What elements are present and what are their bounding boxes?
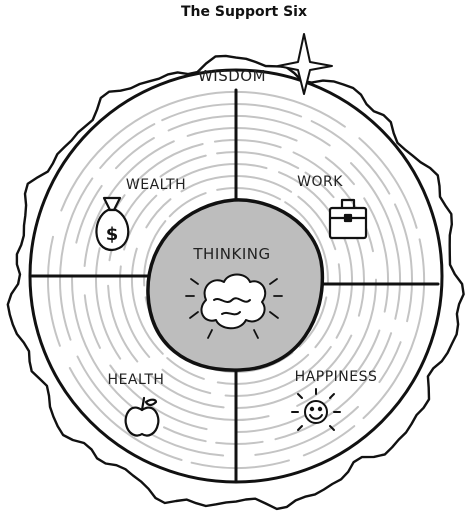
- money-bag-icon: $: [95, 196, 130, 252]
- growth-ring-arc: [75, 184, 103, 244]
- growth-ring-arc: [215, 440, 264, 445]
- growth-ring-arc: [46, 235, 61, 347]
- growth-ring-arc: [254, 405, 359, 456]
- growth-ring-arc: [297, 195, 337, 251]
- growth-ring-arc: [125, 317, 151, 358]
- quadrant-label-work: WORK: [297, 174, 343, 190]
- growth-ring-arc: [123, 194, 158, 251]
- growth-ring-arc: [83, 294, 101, 349]
- growth-ring-arc: [167, 120, 194, 132]
- growth-ring-arc: [291, 353, 310, 369]
- growth-ring-arc: [76, 355, 129, 420]
- growth-ring-arc: [216, 150, 300, 170]
- growth-ring-arc: [298, 296, 328, 348]
- growth-ring-arc: [99, 123, 156, 169]
- growth-ring-arc: [278, 171, 331, 213]
- growth-ring-arc: [161, 103, 303, 122]
- growth-ring-arc: [145, 198, 172, 229]
- growth-ring-arc: [83, 140, 175, 267]
- growth-ring-arc: [228, 138, 282, 149]
- sun-face-icon: [291, 388, 341, 431]
- growth-ring-arc: [378, 341, 402, 384]
- growth-ring-arc: [354, 329, 381, 376]
- growth-ring-arc: [186, 127, 225, 137]
- growth-ring-arc: [324, 156, 355, 186]
- quadrant-dividers: [30, 88, 440, 484]
- growth-ring-arc: [274, 332, 393, 441]
- growth-ring-arc: [71, 274, 145, 417]
- quadrant-label-health: HEALTH: [108, 372, 165, 388]
- growth-ring-arc: [362, 238, 425, 420]
- growth-ring-arc: [159, 174, 164, 178]
- growth-ring-arc: [304, 171, 335, 199]
- growth-ring-arc: [310, 120, 391, 195]
- growth-ring-arc: [115, 137, 155, 170]
- svg-text:$: $: [106, 224, 119, 245]
- growth-ring-arc: [60, 95, 199, 212]
- growth-ring-arc: [191, 115, 331, 147]
- growth-ring-arc: [284, 201, 329, 285]
- growth-ring-arc: [394, 203, 414, 323]
- growth-ring-arc: [358, 137, 418, 229]
- growth-ring-arc: [143, 220, 167, 287]
- growth-ring-arc: [166, 357, 205, 380]
- quadrant-label-wealth: WEALTH: [126, 177, 186, 193]
- sparkle-star-icon: [277, 33, 333, 95]
- growth-ring-arc: [222, 127, 298, 142]
- growth-ring-arc: [133, 143, 204, 185]
- growth-ring-arc: [350, 162, 401, 320]
- growth-ring-arc: [216, 186, 282, 201]
- growth-ring-arc: [135, 377, 270, 421]
- growth-ring-arc: [236, 334, 353, 409]
- growth-ring-arc: [161, 368, 212, 395]
- growth-ring-arc: [68, 367, 183, 461]
- apple-icon: [124, 396, 160, 437]
- growth-ring-arc: [131, 247, 164, 355]
- growth-ring-arc: [213, 139, 231, 143]
- rim-label-wisdom: WISDOM: [198, 67, 266, 85]
- growth-ring-arc: [190, 459, 290, 470]
- center-label-thinking: THINKING: [192, 245, 270, 263]
- growth-ring-arc: [161, 154, 207, 177]
- growth-ring-arc: [224, 345, 332, 397]
- growth-ring-arc: [168, 192, 207, 218]
- growth-ring-arc: [296, 278, 378, 407]
- growth-ring-arc: [95, 247, 122, 360]
- growth-ring-arc: [162, 163, 268, 191]
- briefcase-icon: [328, 198, 368, 240]
- quadrant-label-happiness: HAPPINESS: [295, 369, 378, 385]
- growth-ring-arc: [107, 284, 139, 363]
- growth-ring-arc: [109, 364, 208, 431]
- growth-ring-arc: [292, 151, 374, 253]
- growth-ring-arc: [302, 425, 356, 457]
- growth-ring-arc: [196, 91, 346, 128]
- growth-ring-arc: [363, 197, 390, 313]
- growth-ring-arc: [59, 177, 94, 341]
- growth-ring-arc: [163, 426, 207, 443]
- growth-ring-arc: [148, 373, 225, 409]
- growth-ring-arc: [216, 366, 294, 385]
- diagram-title: The Support Six: [181, 4, 307, 20]
- growth-ring-arc: [119, 265, 128, 320]
- brain-icon: [185, 273, 283, 339]
- growth-ring-arc: [314, 263, 341, 349]
